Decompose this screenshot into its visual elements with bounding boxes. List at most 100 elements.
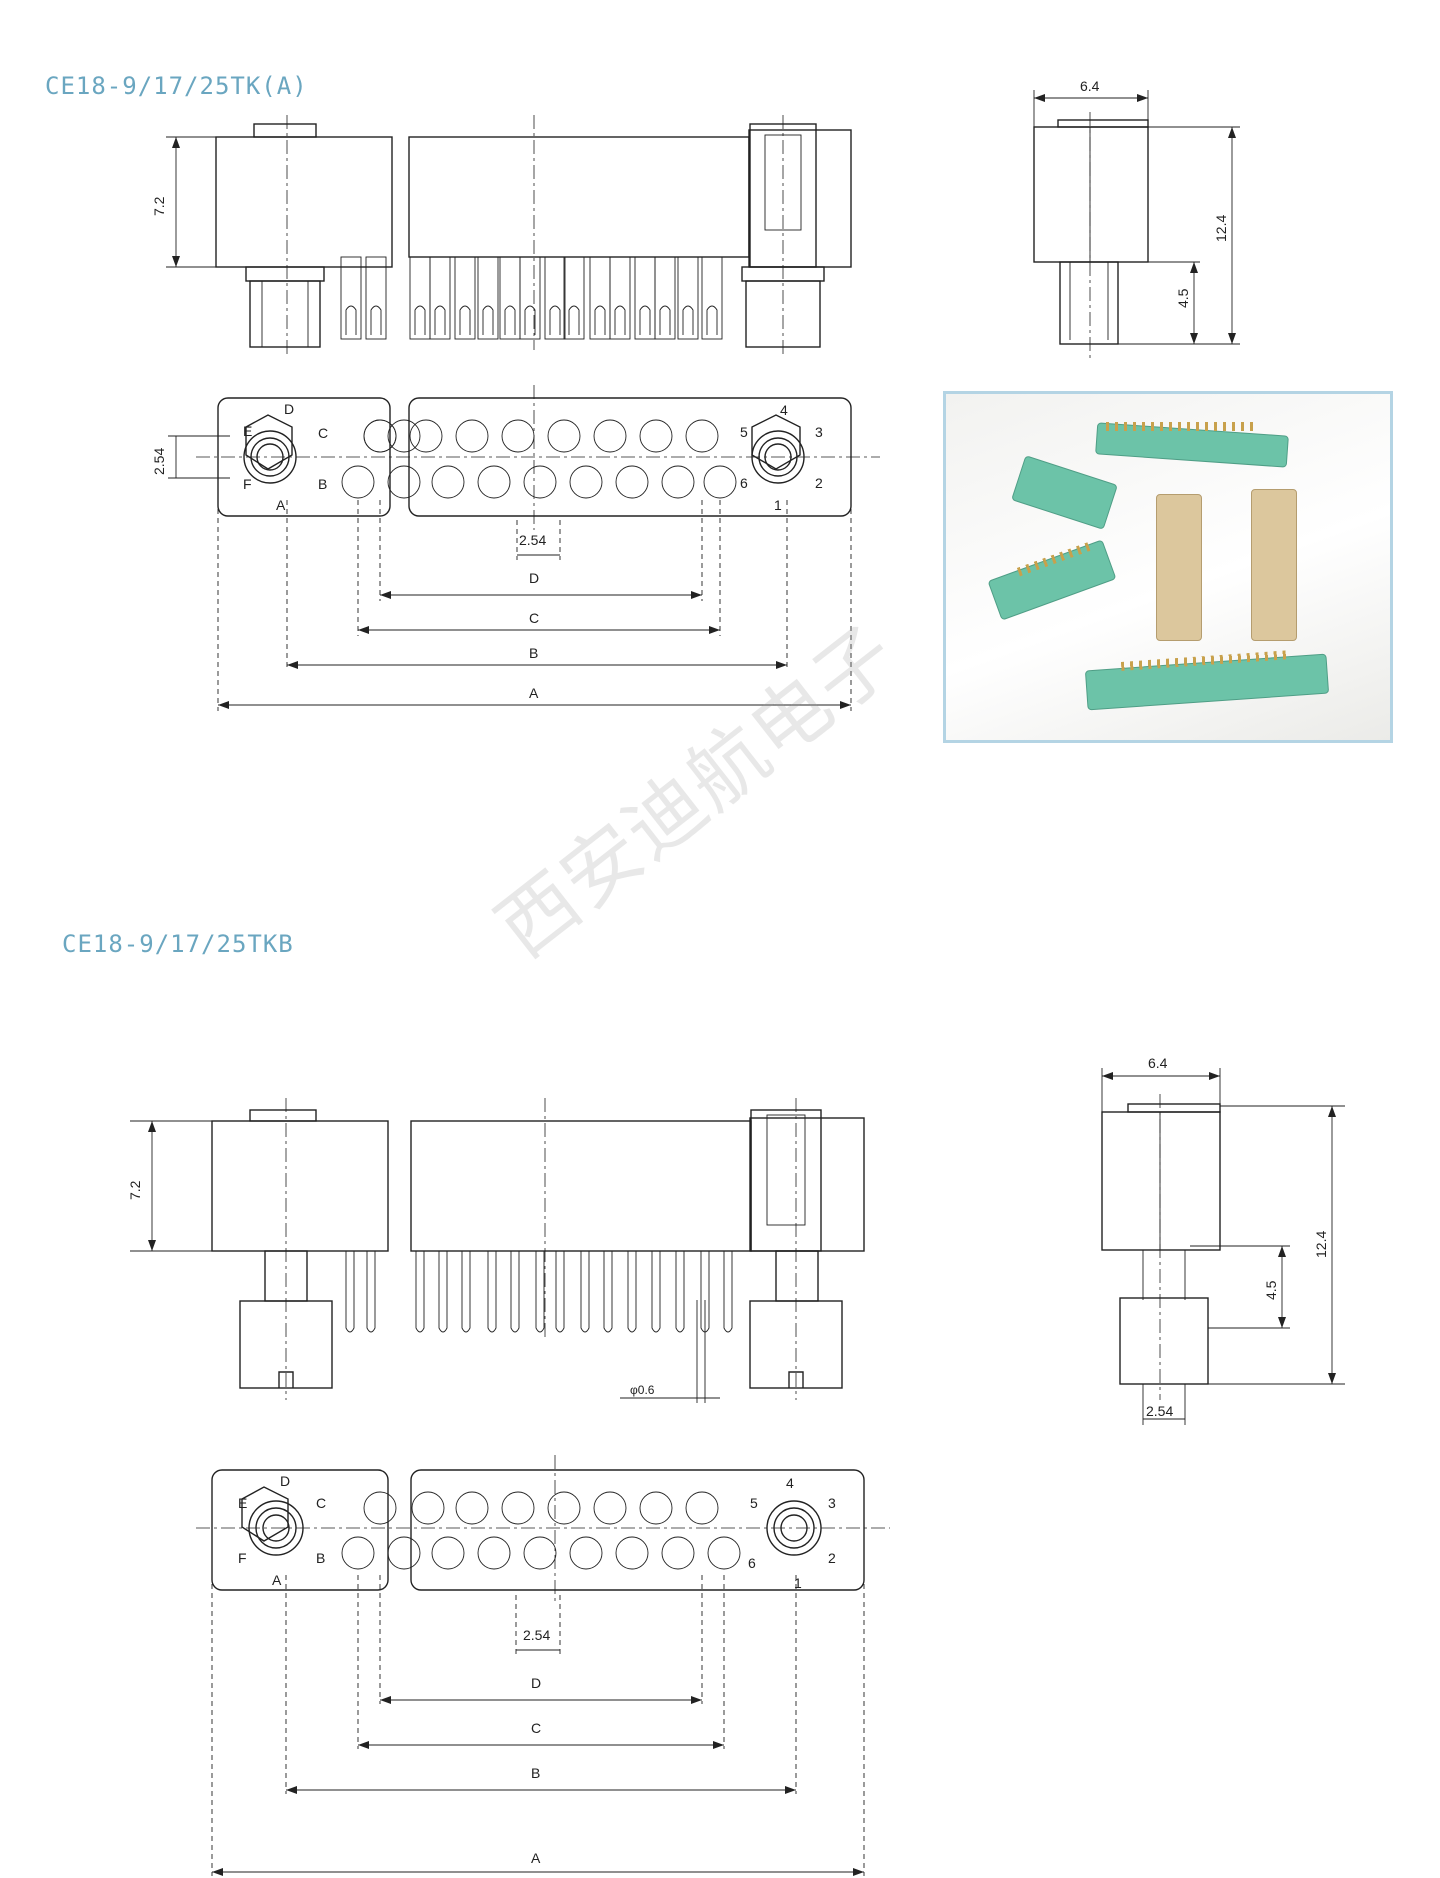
pin-a-slot <box>504 305 516 335</box>
label-a-shell-e: E <box>243 423 252 439</box>
label-b-height: 7.2 <box>127 1180 143 1200</box>
contact-hole-a <box>387 419 421 453</box>
label-a-shell-c: C <box>318 425 328 441</box>
label-a-shell-3: 3 <box>815 424 823 440</box>
contact-hole-a <box>523 465 557 499</box>
pin-a-slot <box>614 305 626 335</box>
contact-hole-a <box>409 419 443 453</box>
contact-hole-b <box>707 1536 741 1570</box>
contact-hole-b <box>685 1491 719 1525</box>
contact-hole-a <box>501 419 535 453</box>
label-a-dim-c: C <box>529 610 539 626</box>
pin-b <box>651 1251 661 1333</box>
contact-hole-a <box>363 419 397 453</box>
label-b-shell-6: 6 <box>748 1555 756 1571</box>
pin-a-slot <box>682 305 694 335</box>
drawing-a-plan-view <box>196 385 880 530</box>
series-title-b: CE18-9/17/25TKB <box>62 930 294 958</box>
pin-a <box>477 256 499 340</box>
pin-b <box>627 1251 637 1333</box>
pin-a <box>544 256 566 340</box>
label-a-shell-d: D <box>284 401 294 417</box>
drawing-b-front-view <box>211 1098 865 1400</box>
pin-a-slot <box>459 305 471 335</box>
pin-b <box>555 1251 565 1333</box>
contact-hole-b <box>661 1536 695 1570</box>
pin-a-slot <box>549 305 561 335</box>
pin-b <box>675 1251 685 1333</box>
pin-a <box>519 256 541 340</box>
pin-b <box>510 1251 520 1333</box>
contact-hole-b <box>455 1491 489 1525</box>
label-a-shell-1: 1 <box>774 497 782 513</box>
label-a-side-width: 6.4 <box>1080 78 1100 94</box>
pin-b <box>461 1251 471 1333</box>
label-b-side-height: 12.4 <box>1313 1231 1329 1258</box>
product-photo <box>943 391 1393 743</box>
pin-b <box>487 1251 497 1333</box>
label-a-shell-b: B <box>318 476 327 492</box>
label-a-dim-d: D <box>529 570 539 586</box>
label-b-shell-a: A <box>272 1572 282 1588</box>
contact-hole-b <box>639 1491 673 1525</box>
drawing-b-contact-holes <box>341 1491 741 1570</box>
drawing-b-dimension-lines <box>211 1575 865 1876</box>
label-b-shell-c: C <box>316 1495 326 1511</box>
contact-hole-a <box>615 465 649 499</box>
pin-a-slot <box>482 305 494 335</box>
drawing-a-contact-holes <box>341 419 737 499</box>
pin-a <box>634 256 656 340</box>
label-b-shell-b: B <box>316 1550 325 1566</box>
label-b-shell-3: 3 <box>828 1495 836 1511</box>
label-b-shell-e: E <box>238 1495 247 1511</box>
dim-a-pitch-vertical <box>168 435 230 479</box>
pin-b <box>535 1251 545 1333</box>
contact-hole-b <box>477 1536 511 1570</box>
dim-b-height <box>130 1120 265 1252</box>
label-b-shell-d: D <box>280 1473 290 1489</box>
label-b-dim-d: D <box>531 1675 541 1691</box>
label-a-dim-a: A <box>529 685 539 701</box>
pin-a-slot <box>345 305 357 335</box>
pin-a <box>429 256 451 340</box>
drawing-labels: 7.2 6.4 12.4 4.5 2.54 2.54 D C B A D E C… <box>127 78 1329 1866</box>
label-b-side-pitch: 2.54 <box>1146 1403 1173 1419</box>
contact-hole-b <box>569 1536 603 1570</box>
pin-a <box>365 256 387 340</box>
label-b-pin-diameter: φ0.6 <box>630 1383 655 1397</box>
pin-a <box>409 256 431 340</box>
label-a-shell-2: 2 <box>815 475 823 491</box>
label-a-dim-b: B <box>529 645 538 661</box>
contact-hole-b <box>387 1536 421 1570</box>
pin-a-slot <box>639 305 651 335</box>
pin-a <box>677 256 699 340</box>
drawing-a-pins <box>340 256 723 340</box>
photo-connector-2 <box>1011 455 1118 530</box>
pin-b <box>438 1251 448 1333</box>
photo-connector-5 <box>1251 489 1297 641</box>
label-a-pitch-vertical: 2.54 <box>151 448 167 475</box>
photo-pins-1 <box>1106 422 1256 431</box>
drawing-b-plan-view <box>196 1455 890 1605</box>
drawing-b-pins <box>345 1251 733 1333</box>
contact-hole-a <box>455 419 489 453</box>
pin-b <box>366 1251 376 1333</box>
label-b-shell-2: 2 <box>828 1550 836 1566</box>
contact-hole-a <box>639 419 673 453</box>
label-a-pitch: 2.54 <box>519 532 546 548</box>
pin-a <box>340 256 362 340</box>
contact-hole-a <box>661 465 695 499</box>
label-a-shell-f: F <box>243 476 252 492</box>
drawing-a-side-view <box>1033 112 1149 360</box>
drawing-b-side-view <box>1101 1094 1221 1400</box>
label-b-side-pin: 4.5 <box>1263 1280 1279 1300</box>
label-a-shell-5: 5 <box>740 424 748 440</box>
label-a-shell-6: 6 <box>740 475 748 491</box>
label-a-height: 7.2 <box>151 196 167 216</box>
contact-hole-b <box>523 1536 557 1570</box>
label-b-shell-1: 1 <box>794 1575 802 1591</box>
series-title-a: CE18-9/17/25TK(A) <box>45 72 308 100</box>
pin-a <box>609 256 631 340</box>
contact-hole-a <box>431 465 465 499</box>
contact-hole-a <box>685 419 719 453</box>
